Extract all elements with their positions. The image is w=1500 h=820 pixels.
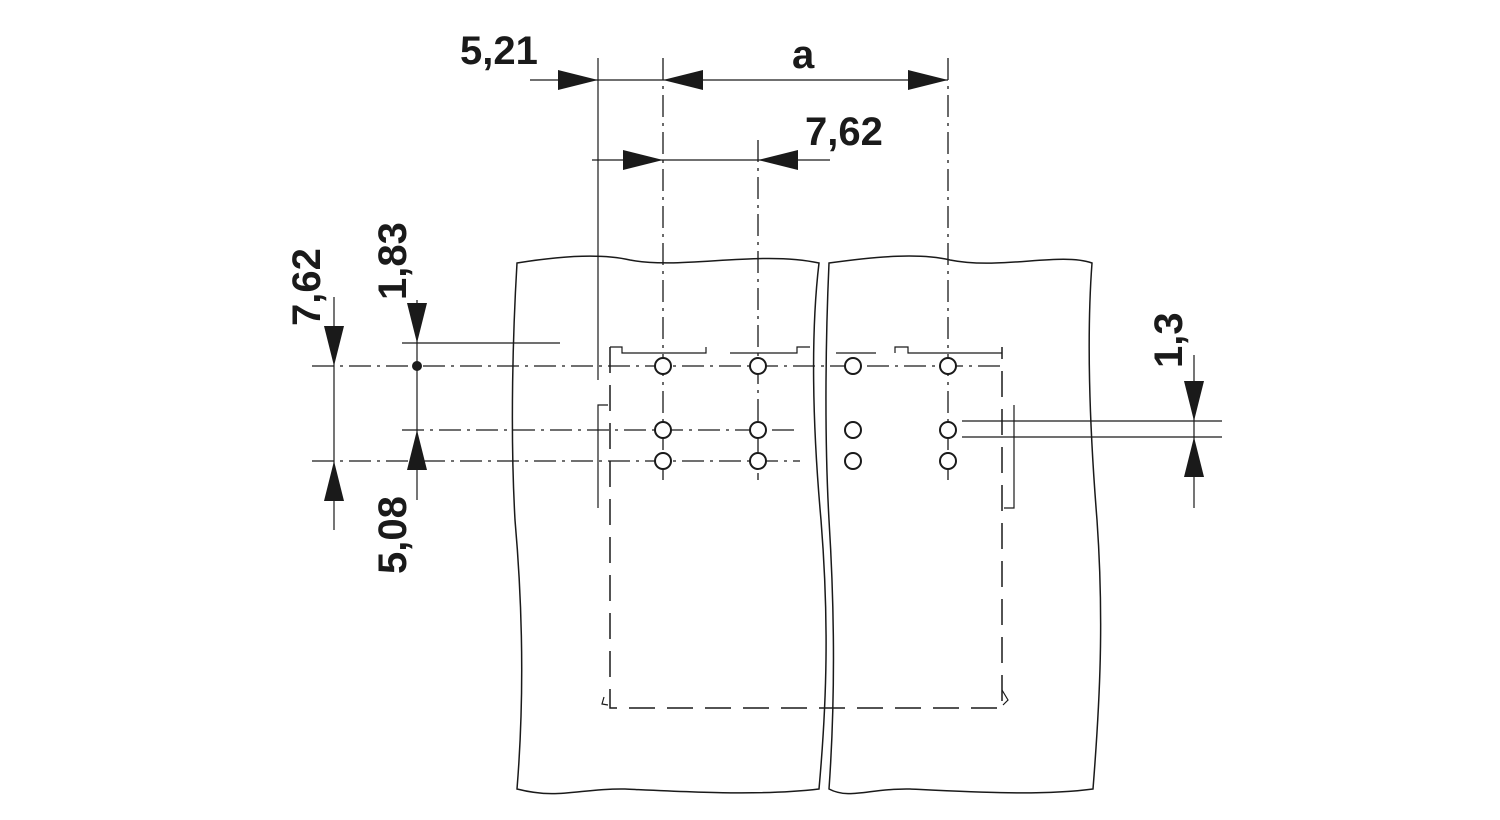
footprint-corner-marks	[601, 689, 1009, 706]
drill-hole	[939, 452, 957, 470]
drill-hole	[654, 357, 672, 375]
arrow-right-icon	[623, 150, 663, 170]
dim-label-pitch-a: a	[792, 33, 815, 77]
right-housing-outline	[825, 255, 1102, 795]
footprint-left-notch	[597, 404, 608, 508]
footprint-outline-dashed	[609, 347, 1003, 709]
drill-hole	[749, 452, 767, 470]
dim-label-offset-top: 1,83	[371, 222, 415, 300]
arrow-left-icon	[663, 70, 703, 90]
drill-hole	[844, 452, 862, 470]
reference-dot	[412, 361, 422, 371]
arrow-up-icon	[324, 461, 344, 501]
dim-label-pin-offset: 1,3	[1147, 312, 1191, 368]
arrow-up-icon	[1184, 437, 1204, 477]
dim-label-pitch-vertical: 7,62	[285, 248, 329, 326]
dim-label-offset-first: 5,21	[460, 29, 538, 73]
drill-hole	[749, 421, 767, 439]
arrow-up-icon	[407, 430, 427, 470]
footprint-top-edge	[610, 346, 1002, 354]
arrow-right-icon	[558, 70, 598, 90]
drill-hole	[939, 421, 957, 439]
drill-hole	[939, 357, 957, 375]
arrow-right-icon	[908, 70, 948, 90]
dim-label-pitch-horizontal: 7,62	[805, 110, 883, 154]
drill-hole	[654, 421, 672, 439]
drill-hole	[844, 421, 862, 439]
arrow-down-icon	[324, 326, 344, 366]
dim-label-row-spacing: 5,08	[371, 496, 415, 574]
arrow-down-icon	[407, 303, 427, 343]
footprint-right-notch	[1004, 405, 1015, 509]
drill-hole	[654, 452, 672, 470]
arrow-down-icon	[1184, 381, 1204, 421]
drill-hole	[844, 357, 862, 375]
arrow-left-icon	[758, 150, 798, 170]
left-housing-outline	[511, 255, 827, 795]
drill-hole	[749, 357, 767, 375]
